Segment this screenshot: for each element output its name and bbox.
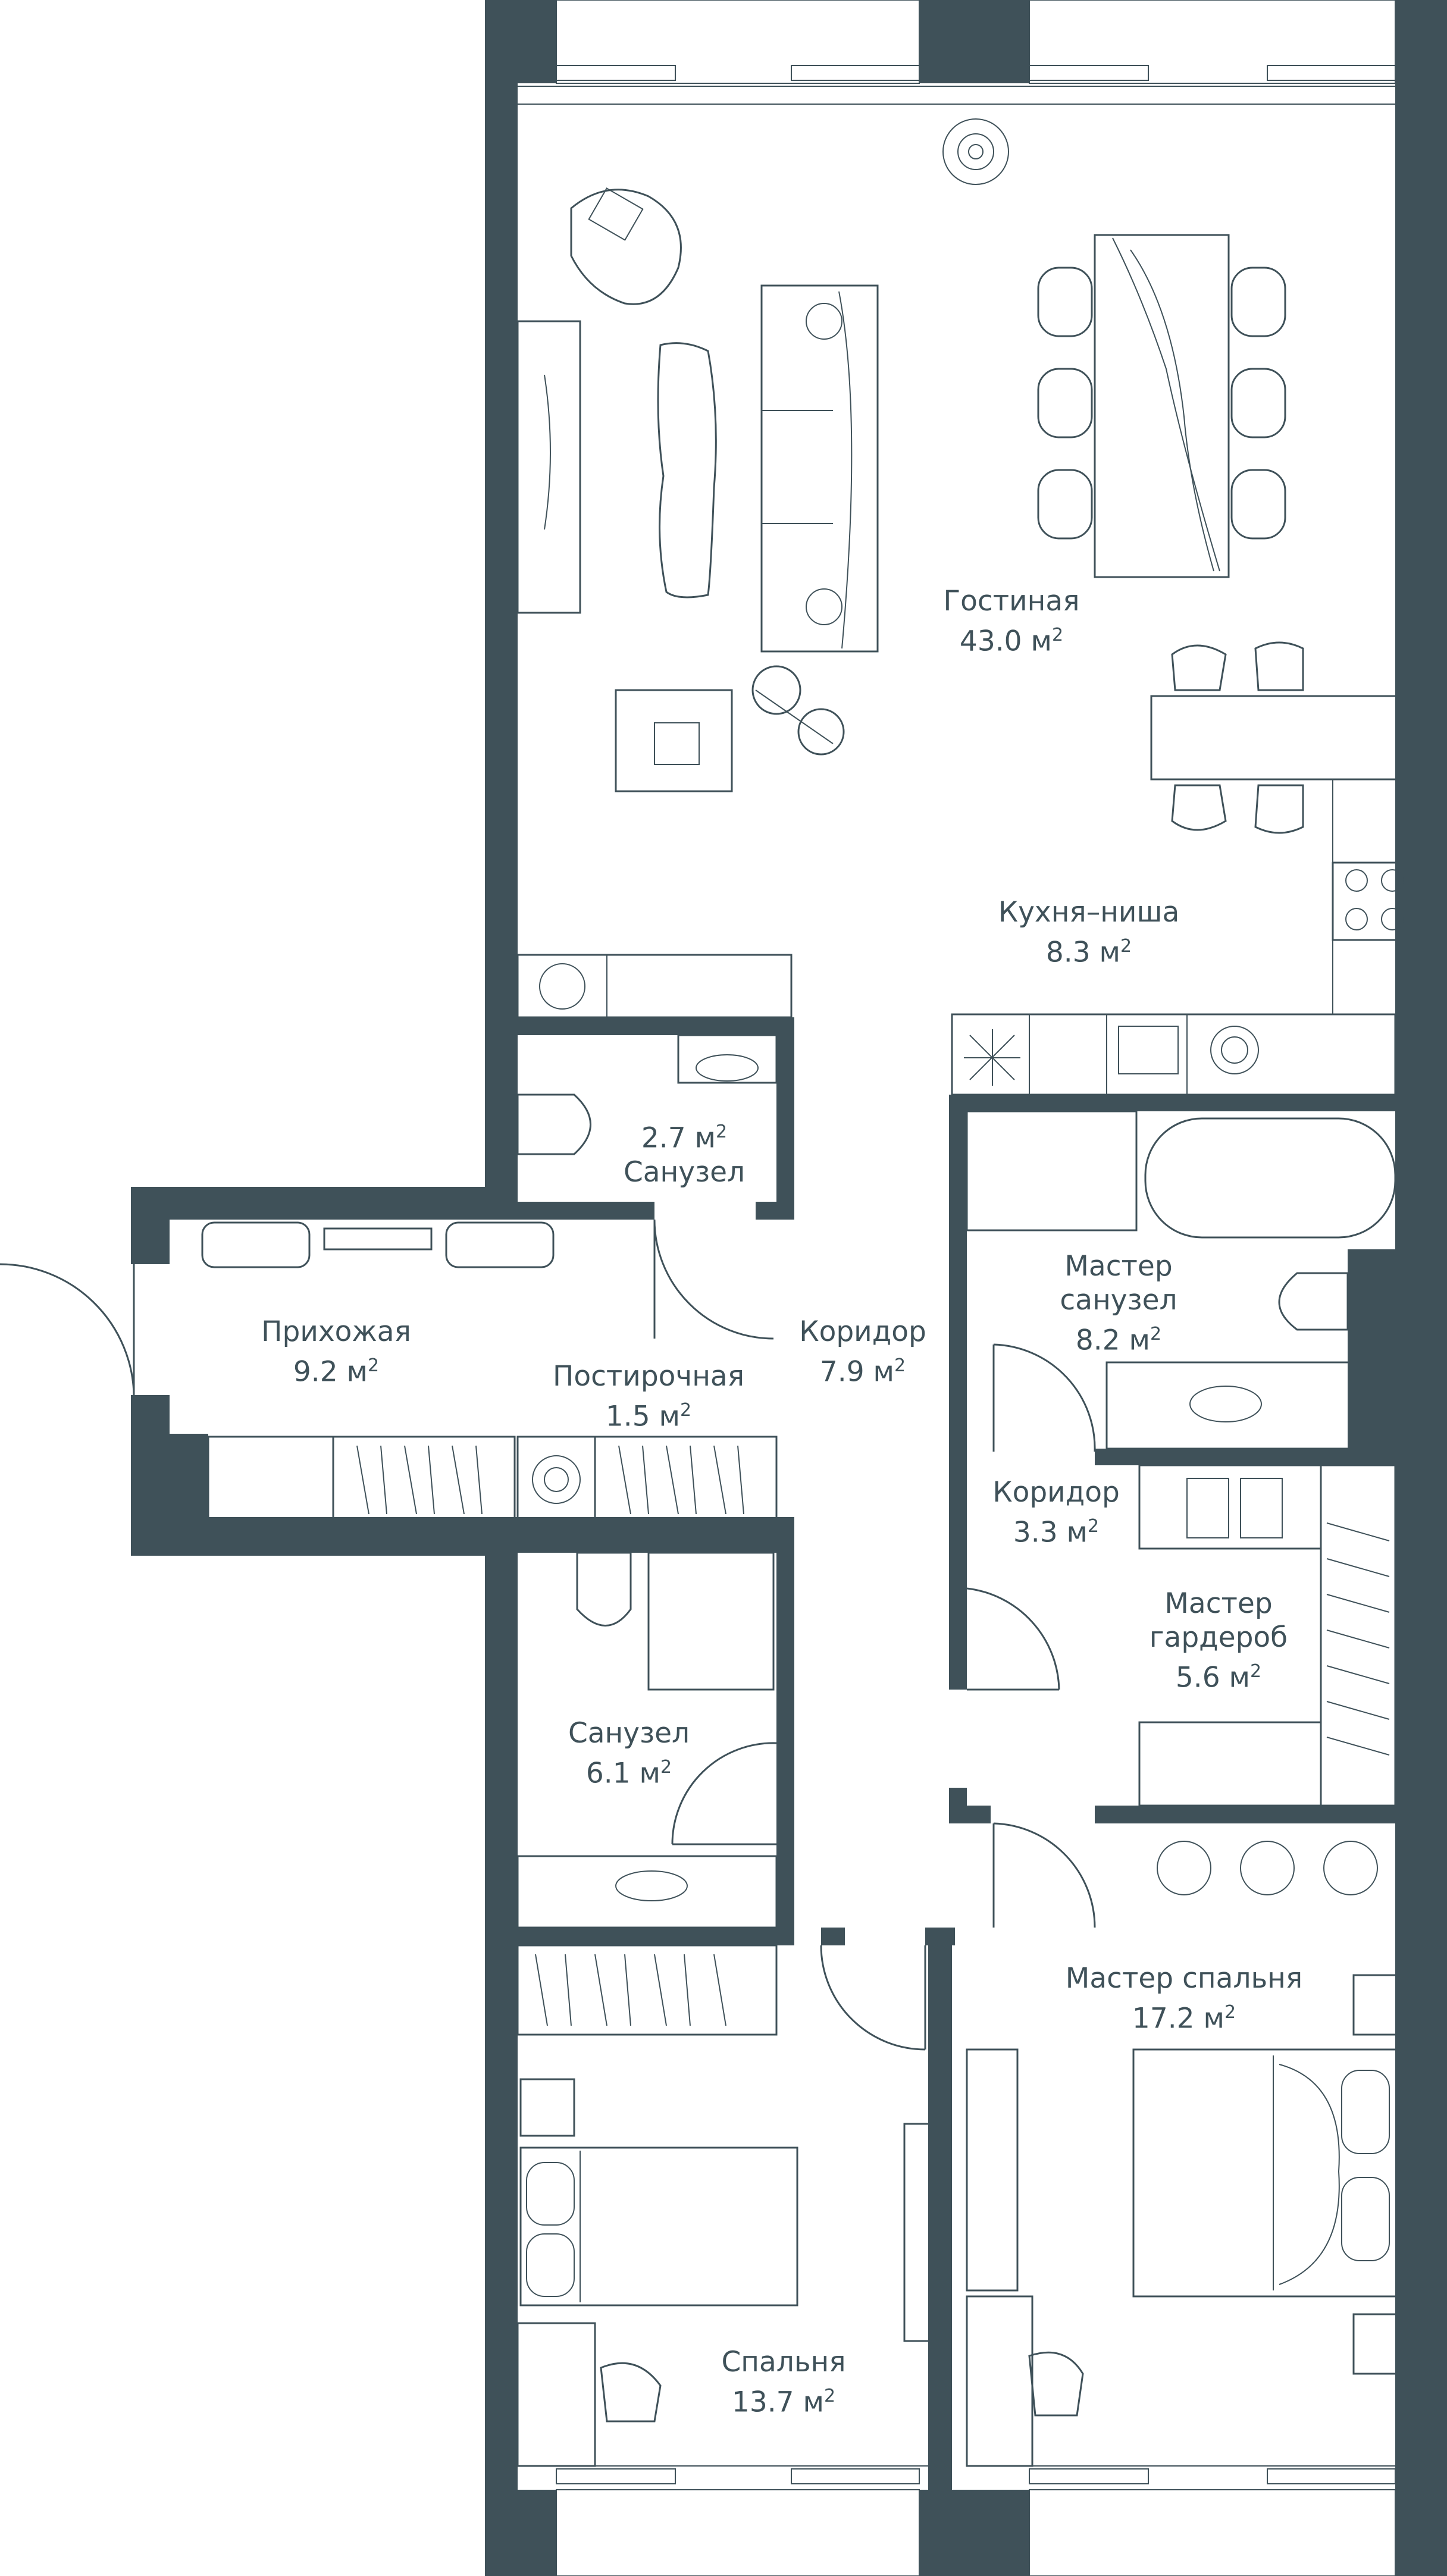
room-label-laundry: Постирочная 1.5 м2 xyxy=(553,1359,744,1434)
room-label-living: Гостиная 43.0 м2 xyxy=(944,584,1080,659)
room-label-corridor-1: Коридор 7.9 м2 xyxy=(799,1315,926,1389)
room-area: 8.3 м2 xyxy=(1045,936,1132,969)
room-label-master-bath: Мастер санузел 8.2 м2 xyxy=(1060,1249,1177,1358)
hall-fixtures xyxy=(201,1221,778,1524)
room-name-line-2: гардероб xyxy=(1149,1621,1288,1654)
master-bath-fixtures xyxy=(966,1110,1396,1450)
master-bedroom-furniture xyxy=(966,1841,1405,2467)
room-label-wc-small: 2.7 м2 Санузел xyxy=(624,1115,745,1189)
room-label-master-wardrobe: Мастер гардероб 5.6 м2 xyxy=(1150,1587,1288,1695)
room-label-master-bedroom: Мастер спальня 17.2 м2 xyxy=(1066,1961,1302,2036)
room-label-bath: Санузел 6.1 м2 xyxy=(568,1716,690,1791)
room-area: 17.2 м2 xyxy=(1132,2002,1236,2035)
room-name: Кухня–ниша xyxy=(998,896,1180,929)
room-name: Санузел xyxy=(568,1717,690,1750)
wc-small-fixtures xyxy=(516,1034,778,1155)
room-area: 2.7 м2 xyxy=(641,1121,728,1155)
room-area: 7.9 м2 xyxy=(819,1355,906,1389)
room-name-line-1: Мастер xyxy=(1064,1250,1173,1283)
wardrobe-fixtures xyxy=(1138,1464,1396,1807)
room-label-corridor-2: Коридор 3.3 м2 xyxy=(992,1475,1120,1550)
room-label-kitchen: Кухня–ниша 8.3 м2 xyxy=(998,895,1180,970)
room-area: 5.6 м2 xyxy=(1175,1661,1262,1694)
room-name: Постирочная xyxy=(552,1360,745,1393)
room-area: 3.3 м2 xyxy=(1013,1516,1100,1549)
room-name: Коридор xyxy=(799,1315,926,1348)
room-area: 1.5 м2 xyxy=(605,1400,692,1433)
room-area: 9.2 м2 xyxy=(293,1355,380,1389)
room-name: Мастер спальня xyxy=(1065,1962,1303,1995)
room-area: 6.1 м2 xyxy=(585,1757,672,1790)
room-name: Санузел xyxy=(623,1155,746,1189)
room-area: 43.0 м2 xyxy=(959,625,1064,658)
room-label-bedroom: Спальня 13.7 м2 xyxy=(721,2345,845,2420)
room-label-hall: Прихожая 9.2 м2 xyxy=(261,1315,411,1389)
room-name: Спальня xyxy=(721,2346,846,2378)
living-furniture xyxy=(516,118,1414,1096)
bath-fixtures xyxy=(516,1552,778,1929)
bedroom-furniture xyxy=(516,1944,950,2467)
walls xyxy=(131,0,1447,2576)
windows xyxy=(518,0,1396,2576)
room-name: Прихожая xyxy=(261,1315,411,1348)
room-name: Гостиная xyxy=(943,585,1080,618)
room-name-line-1: Мастер xyxy=(1164,1587,1273,1620)
room-name-line-2: санузел xyxy=(1060,1284,1177,1317)
room-name: Коридор xyxy=(992,1476,1120,1509)
room-area: 8.2 м2 xyxy=(1075,1324,1162,1357)
doors xyxy=(0,1219,1096,2051)
room-area: 13.7 м2 xyxy=(731,2386,836,2419)
